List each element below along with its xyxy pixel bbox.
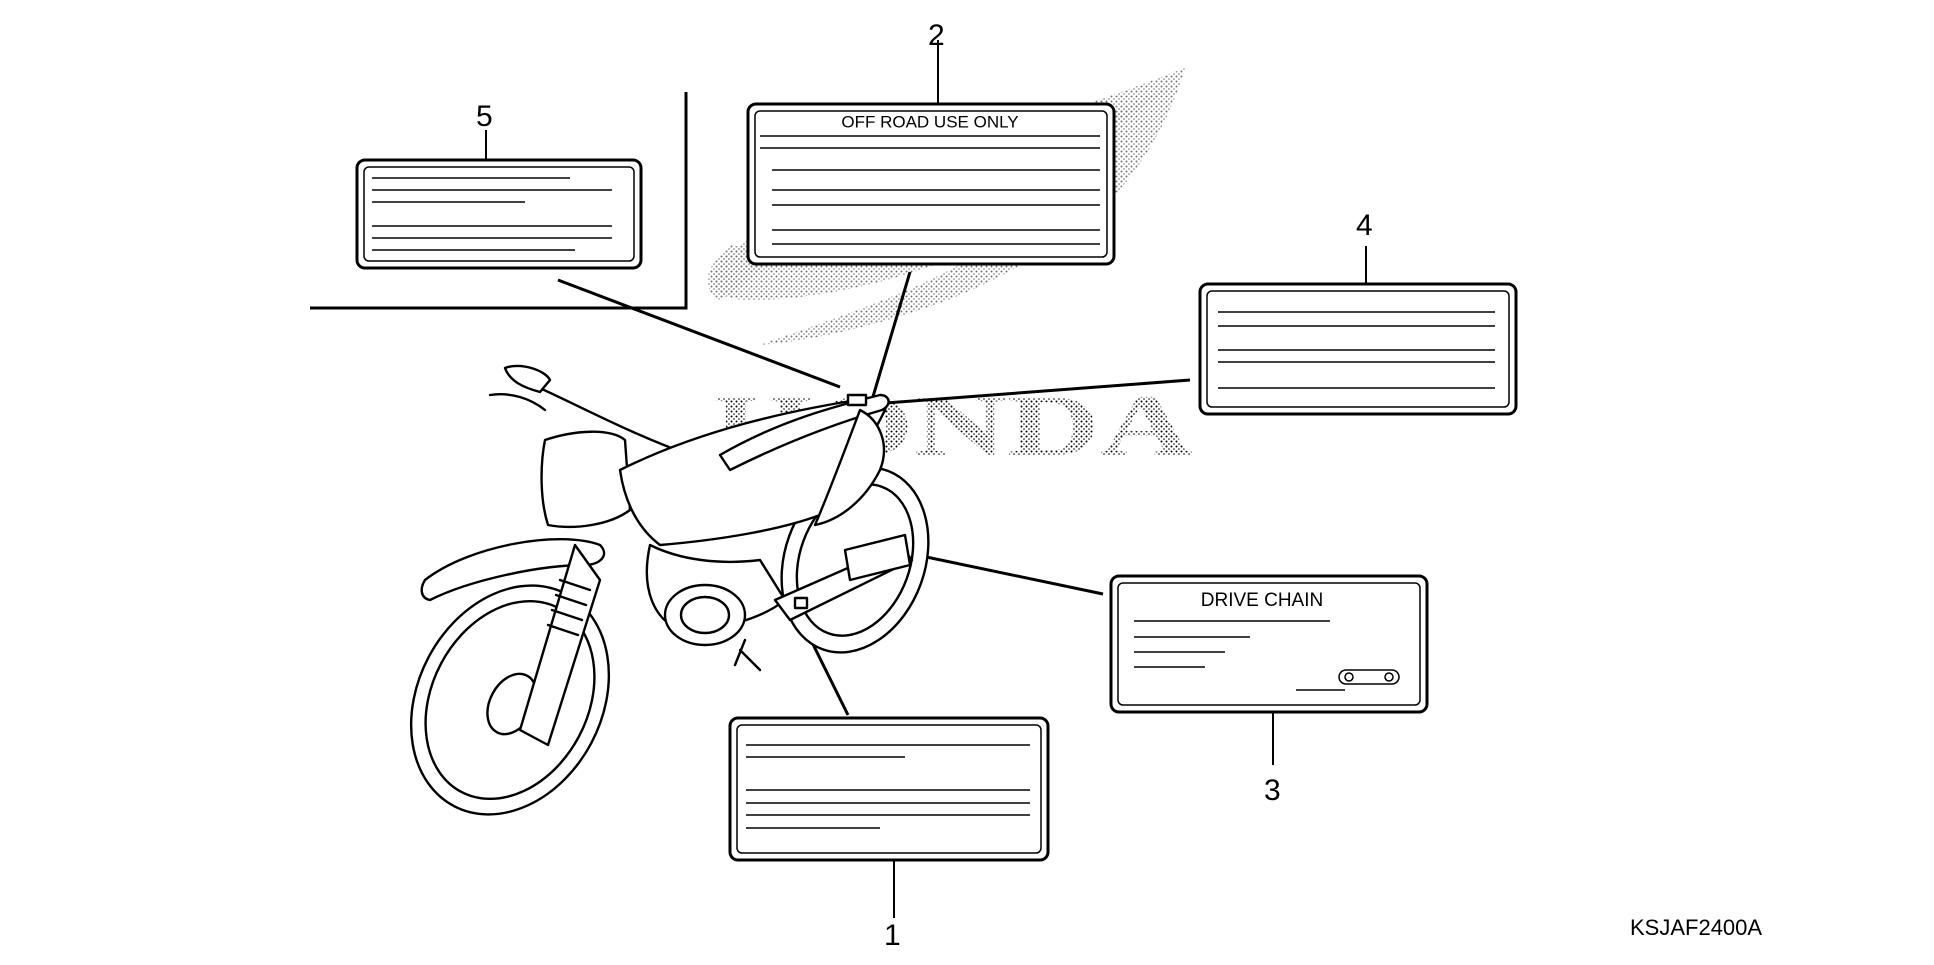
inset-frame	[310, 92, 688, 310]
callout-2: 2	[928, 19, 945, 52]
label-2-card: OFF ROAD USE ONLY	[746, 102, 1116, 266]
label-2-title: OFF ROAD USE ONLY	[841, 112, 1018, 131]
label-5-card	[355, 158, 643, 270]
label-3-card: DRIVE CHAIN	[1109, 574, 1429, 714]
callout-3: 3	[1264, 774, 1281, 807]
callout-5: 5	[476, 100, 493, 133]
chain-slack-icon	[1338, 669, 1400, 685]
drawing-code: KSJAF2400A	[1630, 915, 1762, 940]
label-1-card	[728, 716, 1050, 862]
label-3-title: DRIVE CHAIN	[1201, 590, 1323, 611]
motorcycle-illustration	[409, 364, 930, 816]
callout-1: 1	[884, 919, 901, 952]
callout-4: 4	[1356, 209, 1373, 242]
label-4-card	[1198, 282, 1518, 416]
